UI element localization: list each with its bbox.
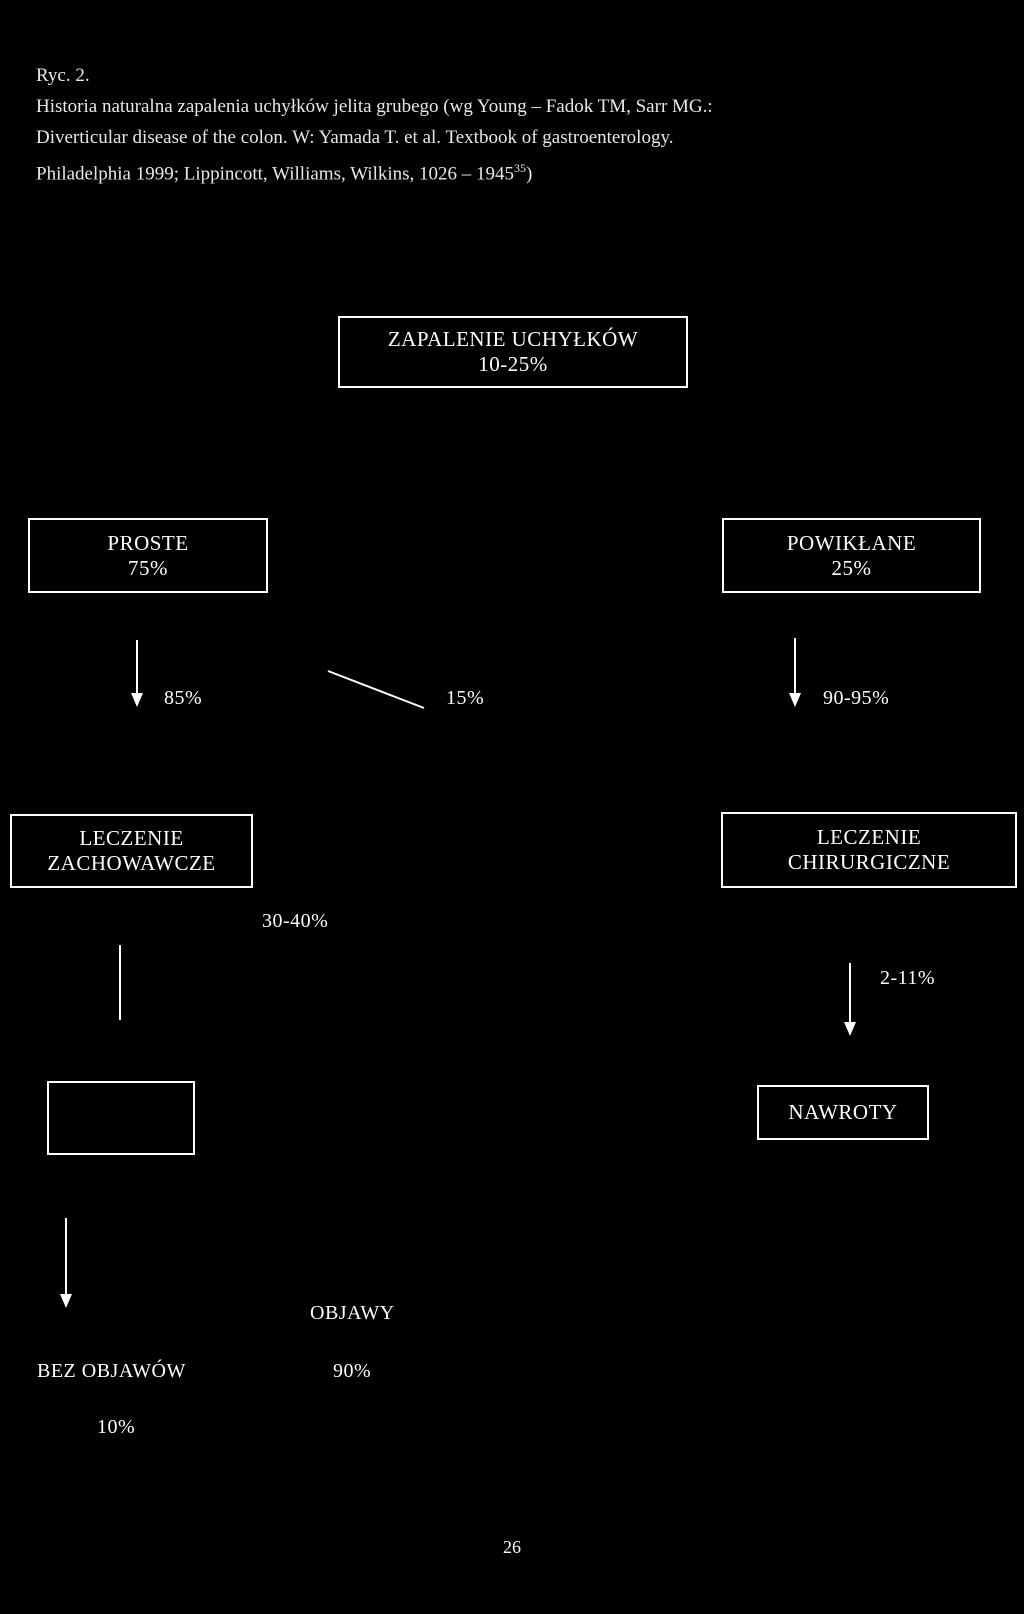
box-diverticulitis-percent: 10-25% — [478, 352, 548, 376]
label-no-symptoms: BEZ OBJAWÓW — [37, 1360, 186, 1382]
arrow-211-line — [849, 963, 851, 1023]
reference-superscript: 35 — [514, 161, 527, 175]
box-surgical-treatment: LECZENIE CHIRURGICZNE — [721, 812, 1017, 888]
label-90-percent: 90% — [333, 1360, 372, 1382]
figure-caption: Ryc. 2. Historia naturalna zapalenia uch… — [36, 60, 996, 189]
caption-line-3-end: ) — [526, 163, 533, 185]
box-simple: PROSTE 75% — [28, 518, 268, 593]
label-symptoms: OBJAWY — [310, 1302, 395, 1324]
box-simple-title: PROSTE — [107, 530, 189, 555]
caption-line-1: Historia naturalna zapalenia uchyłków je… — [36, 96, 713, 117]
box-diverticulitis: ZAPALENIE UCHYŁKÓW 10-25% — [338, 316, 688, 388]
label-9095-percent: 90-95% — [823, 687, 890, 709]
caption-line-3-main: Philadelphia 1999; Lippincott, Williams,… — [36, 163, 515, 185]
arrow-bottom-left-line — [65, 1218, 67, 1298]
box-simple-percent: 75% — [128, 555, 168, 580]
arrow-211-head — [844, 1022, 856, 1036]
arrow-85-line — [136, 640, 138, 696]
page-number: 26 — [503, 1537, 521, 1557]
arrow-bottom-left-head — [60, 1294, 72, 1308]
label-211-percent: 2-11% — [880, 967, 936, 989]
label-15-percent: 15% — [446, 687, 485, 709]
caption-line-2: Diverticular disease of the colon. W: Ya… — [36, 127, 674, 148]
box-surgical-line1: LECZENIE — [816, 825, 922, 849]
box-recurrence-title: NAWROTY — [788, 1100, 898, 1124]
caption-line-3: Philadelphia 1999; Lippincott, Williams,… — [36, 153, 996, 189]
label-10-percent: 10% — [97, 1416, 136, 1438]
figure-label: Ryc. 2. — [36, 65, 90, 86]
box-conservative-line1: LECZENIE — [79, 826, 184, 850]
connector-left-vertical — [119, 945, 121, 1020]
arrow-85-head — [131, 693, 143, 707]
box-conservative-treatment: LECZENIE ZACHOWAWCZE — [10, 814, 253, 888]
box-diverticulitis-title: ZAPALENIE UCHYŁKÓW — [387, 327, 639, 351]
arrow-9095-head — [789, 693, 801, 707]
box-complicated-percent: 25% — [831, 555, 872, 580]
box-recurrence: NAWROTY — [757, 1085, 929, 1140]
label-85-percent: 85% — [164, 687, 203, 709]
arrow-9095-line — [794, 638, 796, 696]
box-complicated-title: POWIKŁANE — [786, 530, 917, 555]
box-complicated: POWIKŁANE 25% — [722, 518, 981, 593]
box-surgical-line2: CHIRURGICZNE — [787, 850, 951, 874]
label-3040-percent: 30-40% — [262, 910, 329, 932]
box-conservative-line2: ZACHOWAWCZE — [47, 851, 216, 875]
box-empty — [47, 1081, 195, 1155]
